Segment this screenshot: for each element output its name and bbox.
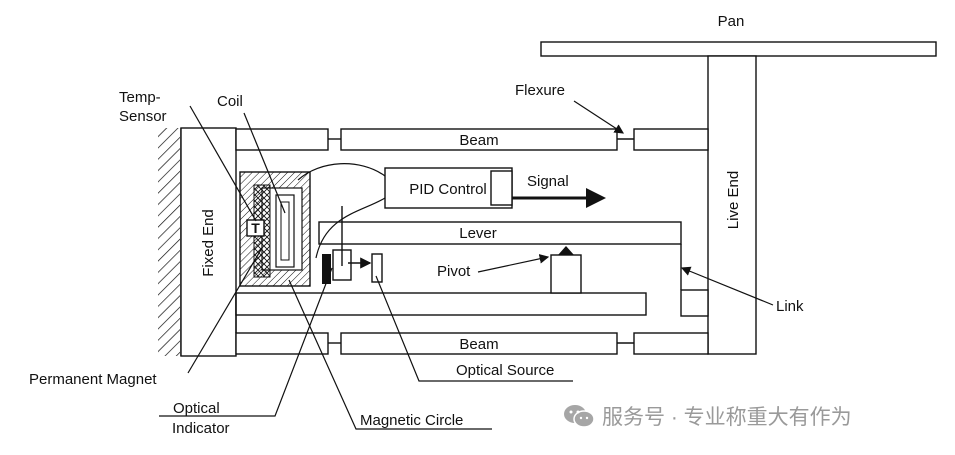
beam-top	[235, 128, 709, 151]
optical-source-label: Optical Source	[456, 362, 554, 379]
magnetic-circle-leader	[288, 279, 492, 430]
beam-top-label: Beam	[459, 132, 498, 149]
magnetic-circle-label: Magnetic Circle	[360, 412, 463, 429]
pivot-label: Pivot	[437, 263, 471, 280]
pivot-block	[550, 254, 582, 294]
signal-label: Signal	[527, 173, 569, 190]
pan-plate	[540, 41, 937, 57]
wechat-icon	[564, 405, 595, 428]
wire-coil-to-pid	[297, 163, 386, 181]
coil-leader	[243, 112, 286, 214]
live-end-block	[707, 55, 757, 355]
watermark: 服务号 · 专业称重大有作为	[562, 400, 852, 432]
optical-indicator	[322, 206, 372, 284]
watermark-text: 服务号 · 专业称重大有作为	[602, 406, 852, 429]
optical-source	[371, 253, 383, 283]
beam-bottom-label: Beam	[459, 336, 498, 353]
pan-label: Pan	[718, 13, 745, 30]
signal-connector	[490, 170, 513, 206]
temp-sensor-t: T	[251, 220, 260, 236]
link-label: Link	[776, 298, 804, 315]
optical-source-leader	[375, 275, 573, 382]
flexure-leader	[573, 100, 625, 134]
live-end-bracket	[680, 289, 709, 317]
optical-indicator-label-1: Optical	[173, 400, 220, 417]
permanent-magnet-leader	[187, 247, 263, 374]
temp-sensor-leader	[189, 105, 257, 222]
optical-indicator-leader	[159, 267, 333, 417]
permanent-magnet-label: Permanent Magnet	[29, 371, 157, 388]
signal-arrow-head	[586, 188, 606, 208]
wire-sensor-to-pid	[315, 197, 386, 259]
lever-bar	[318, 221, 682, 245]
live-end-label: Live End	[725, 171, 742, 229]
link-leader	[680, 266, 774, 306]
magnetic-circle-housing	[239, 171, 311, 287]
coil-label: Coil	[217, 93, 243, 110]
base-plate	[235, 292, 647, 316]
pivot-leader	[477, 254, 550, 273]
flexure-label: Flexure	[515, 82, 565, 99]
temp-sensor-label-2: Sensor	[119, 108, 167, 125]
fixed-end-block	[180, 127, 237, 357]
temp-sensor-label-1: Temp-	[119, 89, 161, 106]
wall-hatch	[158, 128, 182, 356]
pid-control-label: PID Control	[409, 181, 487, 198]
lever-label: Lever	[459, 225, 497, 242]
pivot-triangle	[558, 246, 574, 255]
fixed-end-label: Fixed End	[200, 209, 217, 277]
optical-indicator-label-2: Indicator	[172, 420, 230, 437]
